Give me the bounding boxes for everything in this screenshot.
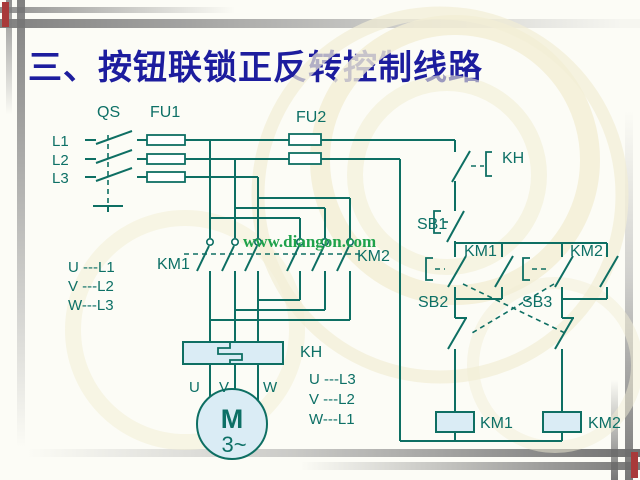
label-terminal-u: U	[189, 379, 200, 396]
km2-coil	[542, 411, 582, 433]
template-bar-top-short	[0, 7, 235, 13]
diagram-labels: QS FU1 FU2 L1 L2 L3 KM1 KM2 U ---L1 V --…	[52, 104, 621, 432]
sb1-bracket	[433, 210, 441, 234]
label-km2-main: KM2	[357, 248, 390, 265]
label-qs: QS	[97, 104, 120, 121]
label-reverse-map-2: V ---L2	[309, 391, 355, 408]
label-l1: L1	[52, 133, 69, 150]
heater-element-symbol	[217, 342, 243, 364]
branch-blades	[447, 255, 619, 288]
label-km2-branch: KM2	[570, 243, 603, 260]
sb3-bracket	[522, 257, 530, 281]
page-title: 三、按钮联锁正反转控制线路	[28, 49, 483, 87]
sb1-blade	[446, 210, 465, 243]
red-accent-bottom-right	[631, 452, 638, 478]
interlock-rails	[454, 299, 563, 318]
template-bar-right-short	[611, 380, 618, 480]
coil-returns	[400, 432, 563, 442]
template-bar-right-long	[625, 110, 633, 480]
km1-coil	[435, 411, 475, 433]
template-bar-bottom-short	[300, 462, 640, 470]
label-km1-main: KM1	[157, 256, 190, 273]
label-forward-map-2: V ---L2	[68, 278, 114, 295]
label-km1-branch: KM1	[464, 243, 497, 260]
qs-handle-bar	[93, 205, 123, 212]
label-terminal-w: W	[263, 379, 278, 396]
label-sb1: SB1	[417, 216, 447, 233]
contact-output-rails	[209, 271, 351, 342]
kh-reset-bracket	[485, 151, 492, 177]
qs-switch-blades	[95, 130, 133, 182]
label-forward-map-3: W---L3	[68, 297, 114, 314]
template-bar-top-long	[0, 19, 640, 28]
coil-feeds	[454, 349, 563, 412]
motor-phase: 3~	[221, 432, 246, 457]
control-circuit	[399, 140, 619, 442]
label-sb3: SB3	[522, 294, 552, 311]
thermal-relay-kh	[182, 341, 284, 402]
contact-blades	[196, 245, 350, 272]
label-kh-contact: KH	[502, 150, 524, 167]
label-reverse-map-1: U ---L3	[309, 371, 356, 388]
nc-interlock-contacts	[447, 317, 574, 350]
template-bar-left-long	[17, 0, 25, 448]
branch-drops	[454, 243, 608, 257]
kh-contact-blade	[451, 150, 471, 183]
label-fu2: FU2	[296, 109, 326, 126]
label-forward-map-1: U ---L1	[68, 259, 115, 276]
label-km1-coil: KM1	[480, 415, 513, 432]
main-contacts	[184, 238, 364, 342]
motor-leads	[209, 364, 259, 402]
label-l2: L2	[52, 152, 69, 169]
watermark-text: www.diangon.com	[243, 232, 376, 251]
label-terminal-v: V	[219, 379, 229, 396]
label-l3: L3	[52, 170, 69, 187]
branch-joins	[454, 287, 608, 300]
fuse-fu1	[146, 134, 186, 183]
km2-input-branches	[210, 197, 351, 238]
power-circuit-wires	[85, 130, 455, 238]
fuse-fu2	[288, 133, 322, 165]
motor-letter: M	[221, 404, 244, 434]
motor: M 3~	[196, 388, 268, 460]
button-interlock-cross-links	[462, 283, 566, 334]
label-reverse-map-3: W---L1	[309, 411, 355, 428]
label-fu1: FU1	[150, 104, 180, 121]
template-bar-bottom-long	[0, 449, 640, 457]
template-bar-left-short	[6, 0, 12, 115]
label-kh-main: KH	[300, 344, 322, 361]
red-accent-top-left	[2, 2, 9, 27]
sb2-bracket	[425, 257, 433, 281]
label-km2-coil: KM2	[588, 415, 621, 432]
label-sb2: SB2	[418, 294, 448, 311]
phase-swap-crossing	[210, 299, 350, 321]
